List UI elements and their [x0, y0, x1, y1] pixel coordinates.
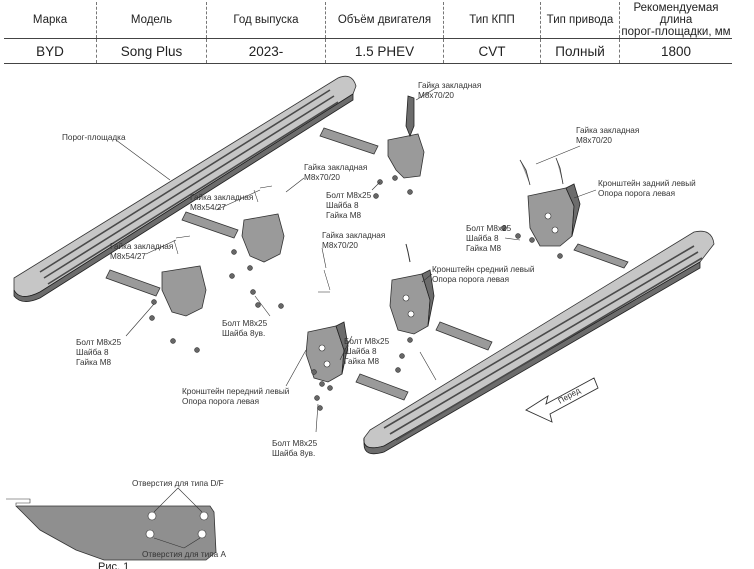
nut-5427-b-line1: Гайка закладная	[110, 242, 173, 251]
header-brand: Марка	[4, 2, 97, 39]
header-length-line2: порог-площадки, мм	[621, 26, 731, 38]
hardware-illustration	[149, 175, 563, 411]
bracket-rear-line1: Кронштейн задний левый	[598, 179, 696, 188]
front-direction-arrow: Перед	[525, 377, 599, 423]
running-board-right-illustration	[363, 230, 715, 455]
leader-lines	[115, 87, 597, 433]
bolt-set-a-line3: Гайка М8	[326, 211, 362, 220]
holes-a-label: Отверстия для типа А	[142, 550, 226, 559]
header-model: Модель	[96, 2, 207, 39]
nut-5427-b-line2: М8х54/27	[110, 252, 146, 261]
bolt-set-a-line1: Болт М8х25	[326, 191, 372, 200]
nut-7020-b-line2: М8х70/20	[576, 136, 612, 145]
nut-7020-a-line1: Гайка закладная	[418, 81, 481, 90]
nut-7020-d-line1: Гайка закладная	[322, 231, 385, 240]
bolt-set-d-line2: Шайба 8	[344, 347, 377, 356]
bracket-rear-line2: Опора порога левая	[598, 189, 675, 198]
hole-a-right	[197, 529, 207, 539]
bolt-set-a-line2: Шайба 8	[326, 201, 359, 210]
holes-df-label: Отверстия для типа D/F	[132, 479, 224, 488]
bolt-washer-b-line2: Шайба 8ув.	[272, 449, 315, 458]
header-year: Год выпуска	[206, 2, 326, 39]
hole-df-right	[199, 511, 209, 521]
bolt-set-b-line3: Гайка М8	[466, 244, 502, 253]
spec-header-row: Марка Модель Год выпуска Объём двигателя…	[4, 2, 732, 39]
header-drive: Тип привода	[540, 2, 620, 39]
bracket-middle-line2: Опора порога левая	[432, 275, 509, 284]
nut-7020-a-line2: М8х70/20	[418, 91, 454, 100]
bolt-set-d-line3: Гайка М8	[344, 357, 380, 366]
spec-value-row: BYD Song Plus 2023- 1.5 PHEV CVT Полный …	[4, 38, 732, 64]
nut-7020-c-line2: М8х70/20	[304, 173, 340, 182]
value-gearbox: CVT	[443, 38, 541, 64]
bolt-washer-a-line1: Болт М8х25	[222, 319, 268, 328]
figure-1-detail: Отверстия для типа D/F Отверстия для тип…	[6, 479, 226, 569]
nut-7020-b-line1: Гайка закладная	[576, 126, 639, 135]
running-board-label: Порог-площадка	[62, 133, 126, 142]
value-engine: 1.5 PHEV	[325, 38, 444, 64]
bolt-set-c-line2: Шайба 8	[76, 348, 109, 357]
header-engine: Объём двигателя	[325, 2, 444, 39]
bracket-middle-line1: Кронштейн средний левый	[432, 265, 534, 274]
bolt-washer-b-line1: Болт М8х25	[272, 439, 318, 448]
nut-5427-a-line2: М8х54/27	[190, 203, 226, 212]
nut-7020-c-line1: Гайка закладная	[304, 163, 367, 172]
value-drive: Полный	[540, 38, 620, 64]
header-gearbox: Тип КПП	[443, 2, 541, 39]
bolt-set-c-line1: Болт М8х25	[76, 338, 122, 347]
bracket-front-line1: Кронштейн передний левый	[182, 387, 289, 396]
bolt-set-b-line1: Болт М8х25	[466, 224, 512, 233]
hole-a-left	[145, 529, 155, 539]
spec-table: Марка Модель Год выпуска Объём двигателя…	[4, 2, 732, 64]
middle-bracket-illustration	[389, 243, 493, 351]
figure-caption: Рис. 1	[98, 561, 129, 569]
rear-bracket-illustration	[519, 157, 629, 269]
upper-left-plates-illustration	[105, 95, 425, 317]
front-bracket-illustration	[305, 321, 409, 401]
value-brand: BYD	[4, 38, 97, 64]
bolt-set-b-line2: Шайба 8	[466, 234, 499, 243]
nut-5427-a-line1: Гайка закладная	[190, 193, 253, 202]
running-board-left-illustration	[13, 75, 357, 302]
bolt-set-d-line1: Болт М8х25	[344, 337, 390, 346]
value-year: 2023-	[206, 38, 326, 64]
bracket-front-line2: Опора порога левая	[182, 397, 259, 406]
value-model: Song Plus	[96, 38, 207, 64]
header-length-line1: Рекомендуемая длина	[633, 2, 719, 26]
hole-df-left	[147, 511, 157, 521]
bolt-washer-a-line2: Шайба 8ув.	[222, 329, 265, 338]
nut-7020-d-line2: М8х70/20	[322, 241, 358, 250]
bolt-set-c-line3: Гайка М8	[76, 358, 112, 367]
value-length: 1800	[619, 38, 732, 64]
